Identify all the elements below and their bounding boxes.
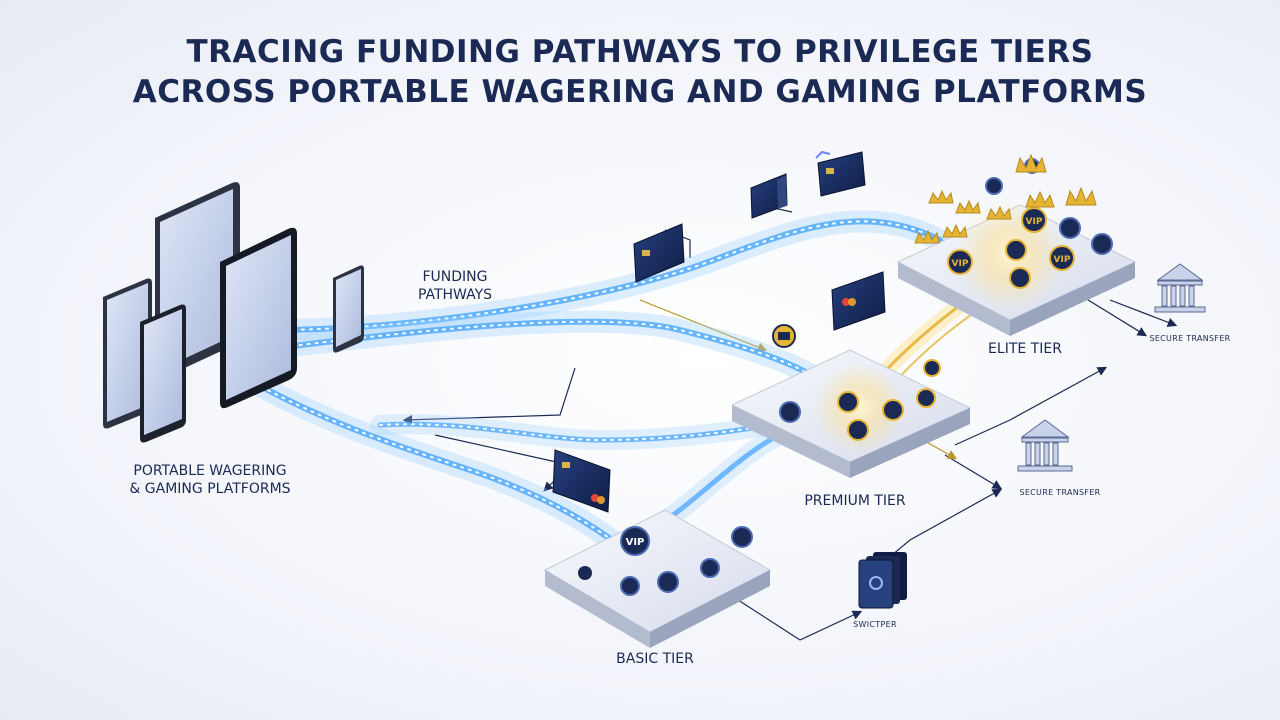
- vip-chip-icon: VIP: [620, 526, 650, 556]
- chip-icon: [1091, 233, 1113, 255]
- chip-vip-label: VIP: [1054, 255, 1071, 265]
- connector-premium-secure: [954, 366, 1108, 446]
- connector-basic-endpoint: [734, 597, 863, 641]
- crown-icon: [1025, 190, 1055, 208]
- smartphone-icon: [333, 265, 364, 353]
- platforms-label-line1: PORTABLE WAGERING: [133, 463, 287, 479]
- chip-vip-label: VIP: [1026, 217, 1043, 227]
- credit-card-icon: [633, 223, 685, 283]
- crown-icon: [986, 205, 1012, 220]
- chip-vip-label: VIP: [626, 537, 645, 548]
- wallet-icon: [750, 173, 788, 219]
- crown-icon: [1015, 153, 1047, 173]
- chip-icon: [657, 571, 679, 593]
- funding-sources: [552, 150, 886, 513]
- tablet-icon: [220, 227, 297, 409]
- page-title: TRACING FUNDING PATHWAYS TO PRIVILEGE TI…: [0, 32, 1280, 112]
- chip-icon: [847, 419, 869, 441]
- chip-icon: [578, 566, 592, 580]
- premium-tier-platform: [730, 324, 972, 478]
- chip-icon: [1009, 267, 1031, 289]
- funding-pathways-label: FUNDING PATHWAYS: [400, 268, 510, 304]
- crown-icon: [955, 199, 981, 214]
- basic-tier-label: BASIC TIER: [616, 651, 694, 667]
- flow-to-elite: [259, 210, 951, 341]
- endpoint-label: SWICTPER: [853, 620, 897, 629]
- connector-elite-secure: [1109, 299, 1178, 327]
- crown-icon: [928, 189, 954, 204]
- chip-icon: [731, 526, 753, 548]
- chip-icon: [985, 177, 1003, 195]
- connector-left-return: [402, 367, 576, 425]
- smartphone-icon: [103, 278, 152, 429]
- chip-icon: [779, 401, 801, 423]
- chip-icon: [1005, 239, 1027, 261]
- basic-tier-platform: VIP: [543, 509, 772, 648]
- basic-tier-chips: VIP: [578, 526, 753, 596]
- card-stack-icon: [858, 552, 907, 609]
- bank-icon: [1154, 263, 1206, 313]
- premium-tier-label: PREMIUM TIER: [804, 493, 906, 509]
- crown-icons: [914, 153, 1097, 244]
- premium-tier-chips: [779, 359, 941, 441]
- funding-label-line1: FUNDING: [422, 269, 488, 285]
- funding-label-line2: PATHWAYS: [417, 287, 493, 303]
- premium-glow: [815, 363, 905, 453]
- chip-icon: [1059, 217, 1081, 239]
- chip-icon: [882, 399, 904, 421]
- gold-connector-1: [639, 299, 768, 352]
- chip-vip-label: VIP: [952, 259, 969, 269]
- smartphone-icon: [140, 304, 186, 443]
- chip-icon: [916, 388, 936, 408]
- elite-tier-chips: VIP VIP VIP: [947, 158, 1113, 289]
- credit-card-icon: [552, 449, 611, 513]
- crown-icon: [1065, 186, 1097, 206]
- vip-chip-icon: VIP: [947, 249, 973, 275]
- vip-chip-icon: VIP: [1021, 207, 1047, 233]
- device-cluster: [103, 182, 364, 443]
- chip-icon: [837, 391, 859, 413]
- connector-elite-secure-2: [1079, 294, 1148, 337]
- elite-tier-platform: VIP VIP VIP: [896, 153, 1137, 336]
- platforms-label: PORTABLE WAGERING & GAMING PLATFORMS: [100, 462, 320, 498]
- vip-chip-icon: VIP: [1049, 245, 1075, 271]
- secure-transfer-label-mid: SECURE TRANSFER: [1019, 488, 1101, 497]
- flow-to-premium: [249, 310, 861, 416]
- secure-transfer-label-top: SECURE TRANSFER: [1149, 334, 1231, 343]
- connector-premium-secure-2: [944, 454, 1003, 490]
- crown-icon: [942, 223, 968, 238]
- crown-icon: [914, 229, 940, 244]
- platforms-label-line2: & GAMING PLATFORMS: [129, 481, 291, 497]
- bank-icon: [1017, 419, 1073, 472]
- chip-icon: [923, 359, 941, 377]
- badge-icon: [772, 324, 796, 348]
- title-line-2: ACROSS PORTABLE WAGERING AND GAMING PLAT…: [132, 74, 1148, 110]
- credit-card-icon: [815, 150, 866, 197]
- chip-icon: [700, 558, 720, 578]
- chip-icon: [620, 576, 640, 596]
- title-line-1: TRACING FUNDING PATHWAYS TO PRIVILEGE TI…: [186, 34, 1094, 70]
- elite-tier-label: ELITE TIER: [988, 341, 1062, 357]
- wallet-icon: [831, 271, 886, 331]
